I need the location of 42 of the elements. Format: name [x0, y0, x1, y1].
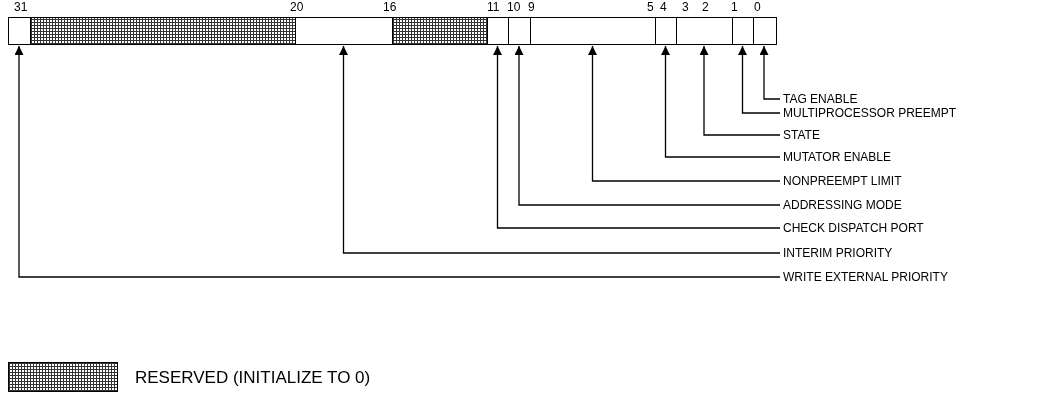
bit-number: 16 [383, 0, 397, 14]
bit-field [655, 17, 678, 45]
field-label: WRITE EXTERNAL PRIORITY [783, 270, 948, 284]
bit-field [295, 17, 394, 45]
bit-number: 11 [487, 0, 500, 14]
field-label: INTERIM PRIORITY [783, 246, 893, 260]
bit-field [508, 17, 532, 45]
bit-field [676, 17, 734, 45]
leader-arrow [588, 45, 781, 182]
field-label: ADDRESSING MODE [783, 198, 902, 212]
legend-text: RESERVED (INITIALIZE TO 0) [135, 368, 371, 388]
bit-number: 3 [682, 0, 689, 14]
field-label: MUTATOR ENABLE [783, 150, 892, 164]
bit-number: 20 [290, 0, 304, 14]
leader-arrow [14, 45, 781, 278]
leader-arrow [759, 45, 781, 100]
bit-number: 10 [507, 0, 521, 14]
reserved-bit-field [30, 17, 297, 45]
bit-number: 9 [528, 0, 535, 14]
bit-number: 2 [702, 0, 709, 14]
field-label: NONPREEMPT LIMIT [783, 174, 902, 188]
leader-arrow [738, 45, 781, 114]
field-label: CHECK DISPATCH PORT [783, 221, 924, 235]
bit-field [530, 17, 657, 45]
bit-field [753, 17, 777, 45]
leader-arrow [661, 45, 781, 158]
bit-field [732, 17, 755, 45]
bit-field [487, 17, 510, 45]
bit-number: 31 [14, 0, 28, 14]
bit-number: 0 [754, 0, 761, 14]
bit-field [8, 17, 32, 45]
reserved-bit-field [392, 17, 489, 45]
bit-number: 1 [731, 0, 738, 14]
bit-number: 4 [660, 0, 667, 14]
field-label: TAG ENABLE [783, 92, 858, 106]
leader-arrow [493, 45, 781, 229]
leader-arrow [514, 45, 781, 206]
leader-arrow [339, 45, 781, 254]
field-label: STATE [783, 128, 820, 142]
field-label: MULTIPROCESSOR PREEMPT [783, 106, 957, 120]
bit-number: 5 [647, 0, 654, 14]
leader-arrow [699, 45, 781, 136]
